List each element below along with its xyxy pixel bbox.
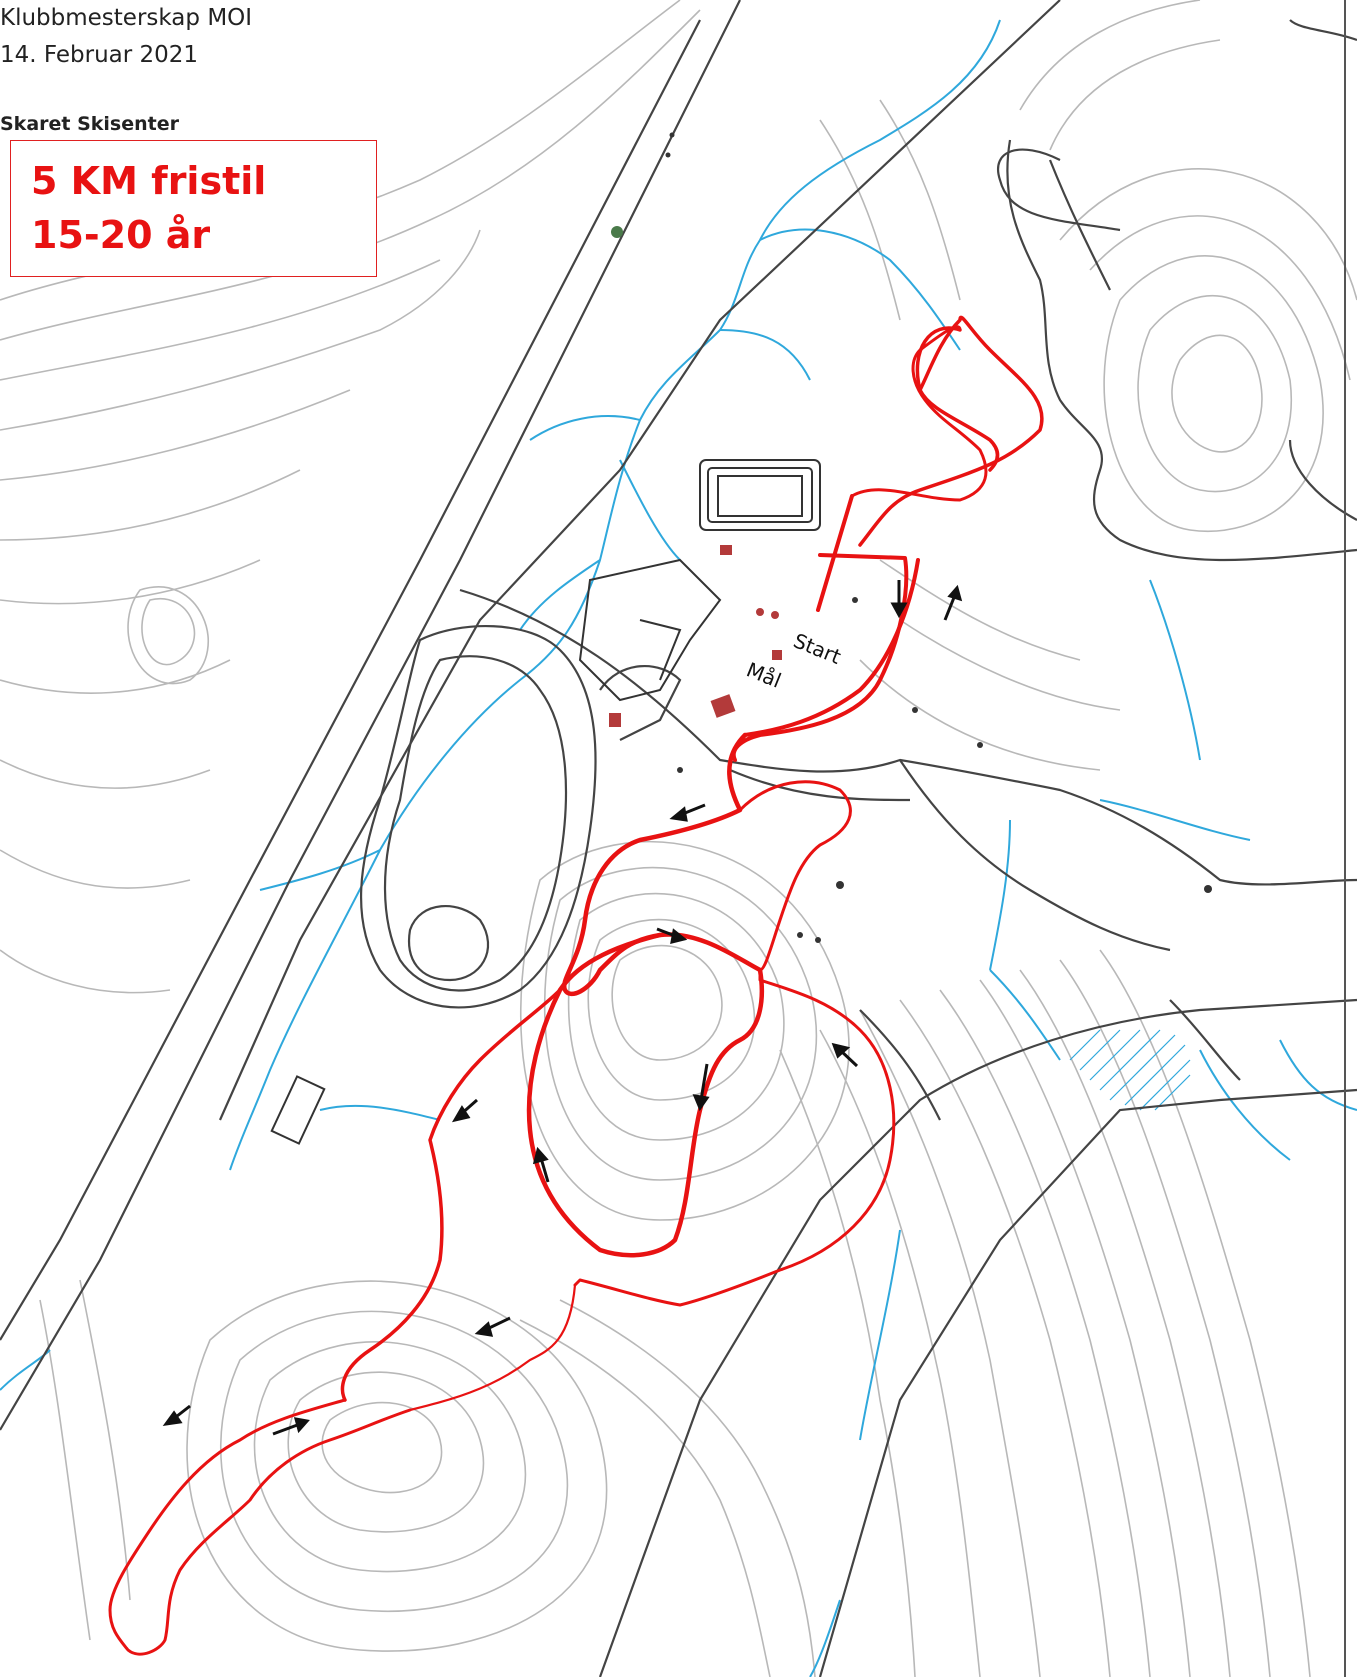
stadium-structures bbox=[270, 459, 821, 1145]
event-date: 14. Februar 2021 bbox=[0, 42, 199, 68]
direction-arrow-icon bbox=[162, 580, 963, 1436]
building-icon bbox=[609, 545, 782, 727]
map-dots bbox=[611, 132, 1212, 943]
race-info-box: 5 KM fristil 15-20 år bbox=[10, 140, 377, 277]
streams bbox=[0, 19, 1357, 1677]
wetland-hatch bbox=[1069, 1029, 1191, 1111]
race-distance: 5 KM fristil bbox=[31, 159, 267, 203]
finish-label: Mål bbox=[743, 657, 785, 692]
race-course bbox=[108, 315, 1044, 1656]
race-class: 15-20 år bbox=[31, 213, 211, 257]
venue-name: Skaret Skisenter bbox=[0, 113, 179, 135]
start-label: Start bbox=[790, 628, 844, 669]
event-title: Klubbmesterskap MOI bbox=[0, 5, 253, 31]
